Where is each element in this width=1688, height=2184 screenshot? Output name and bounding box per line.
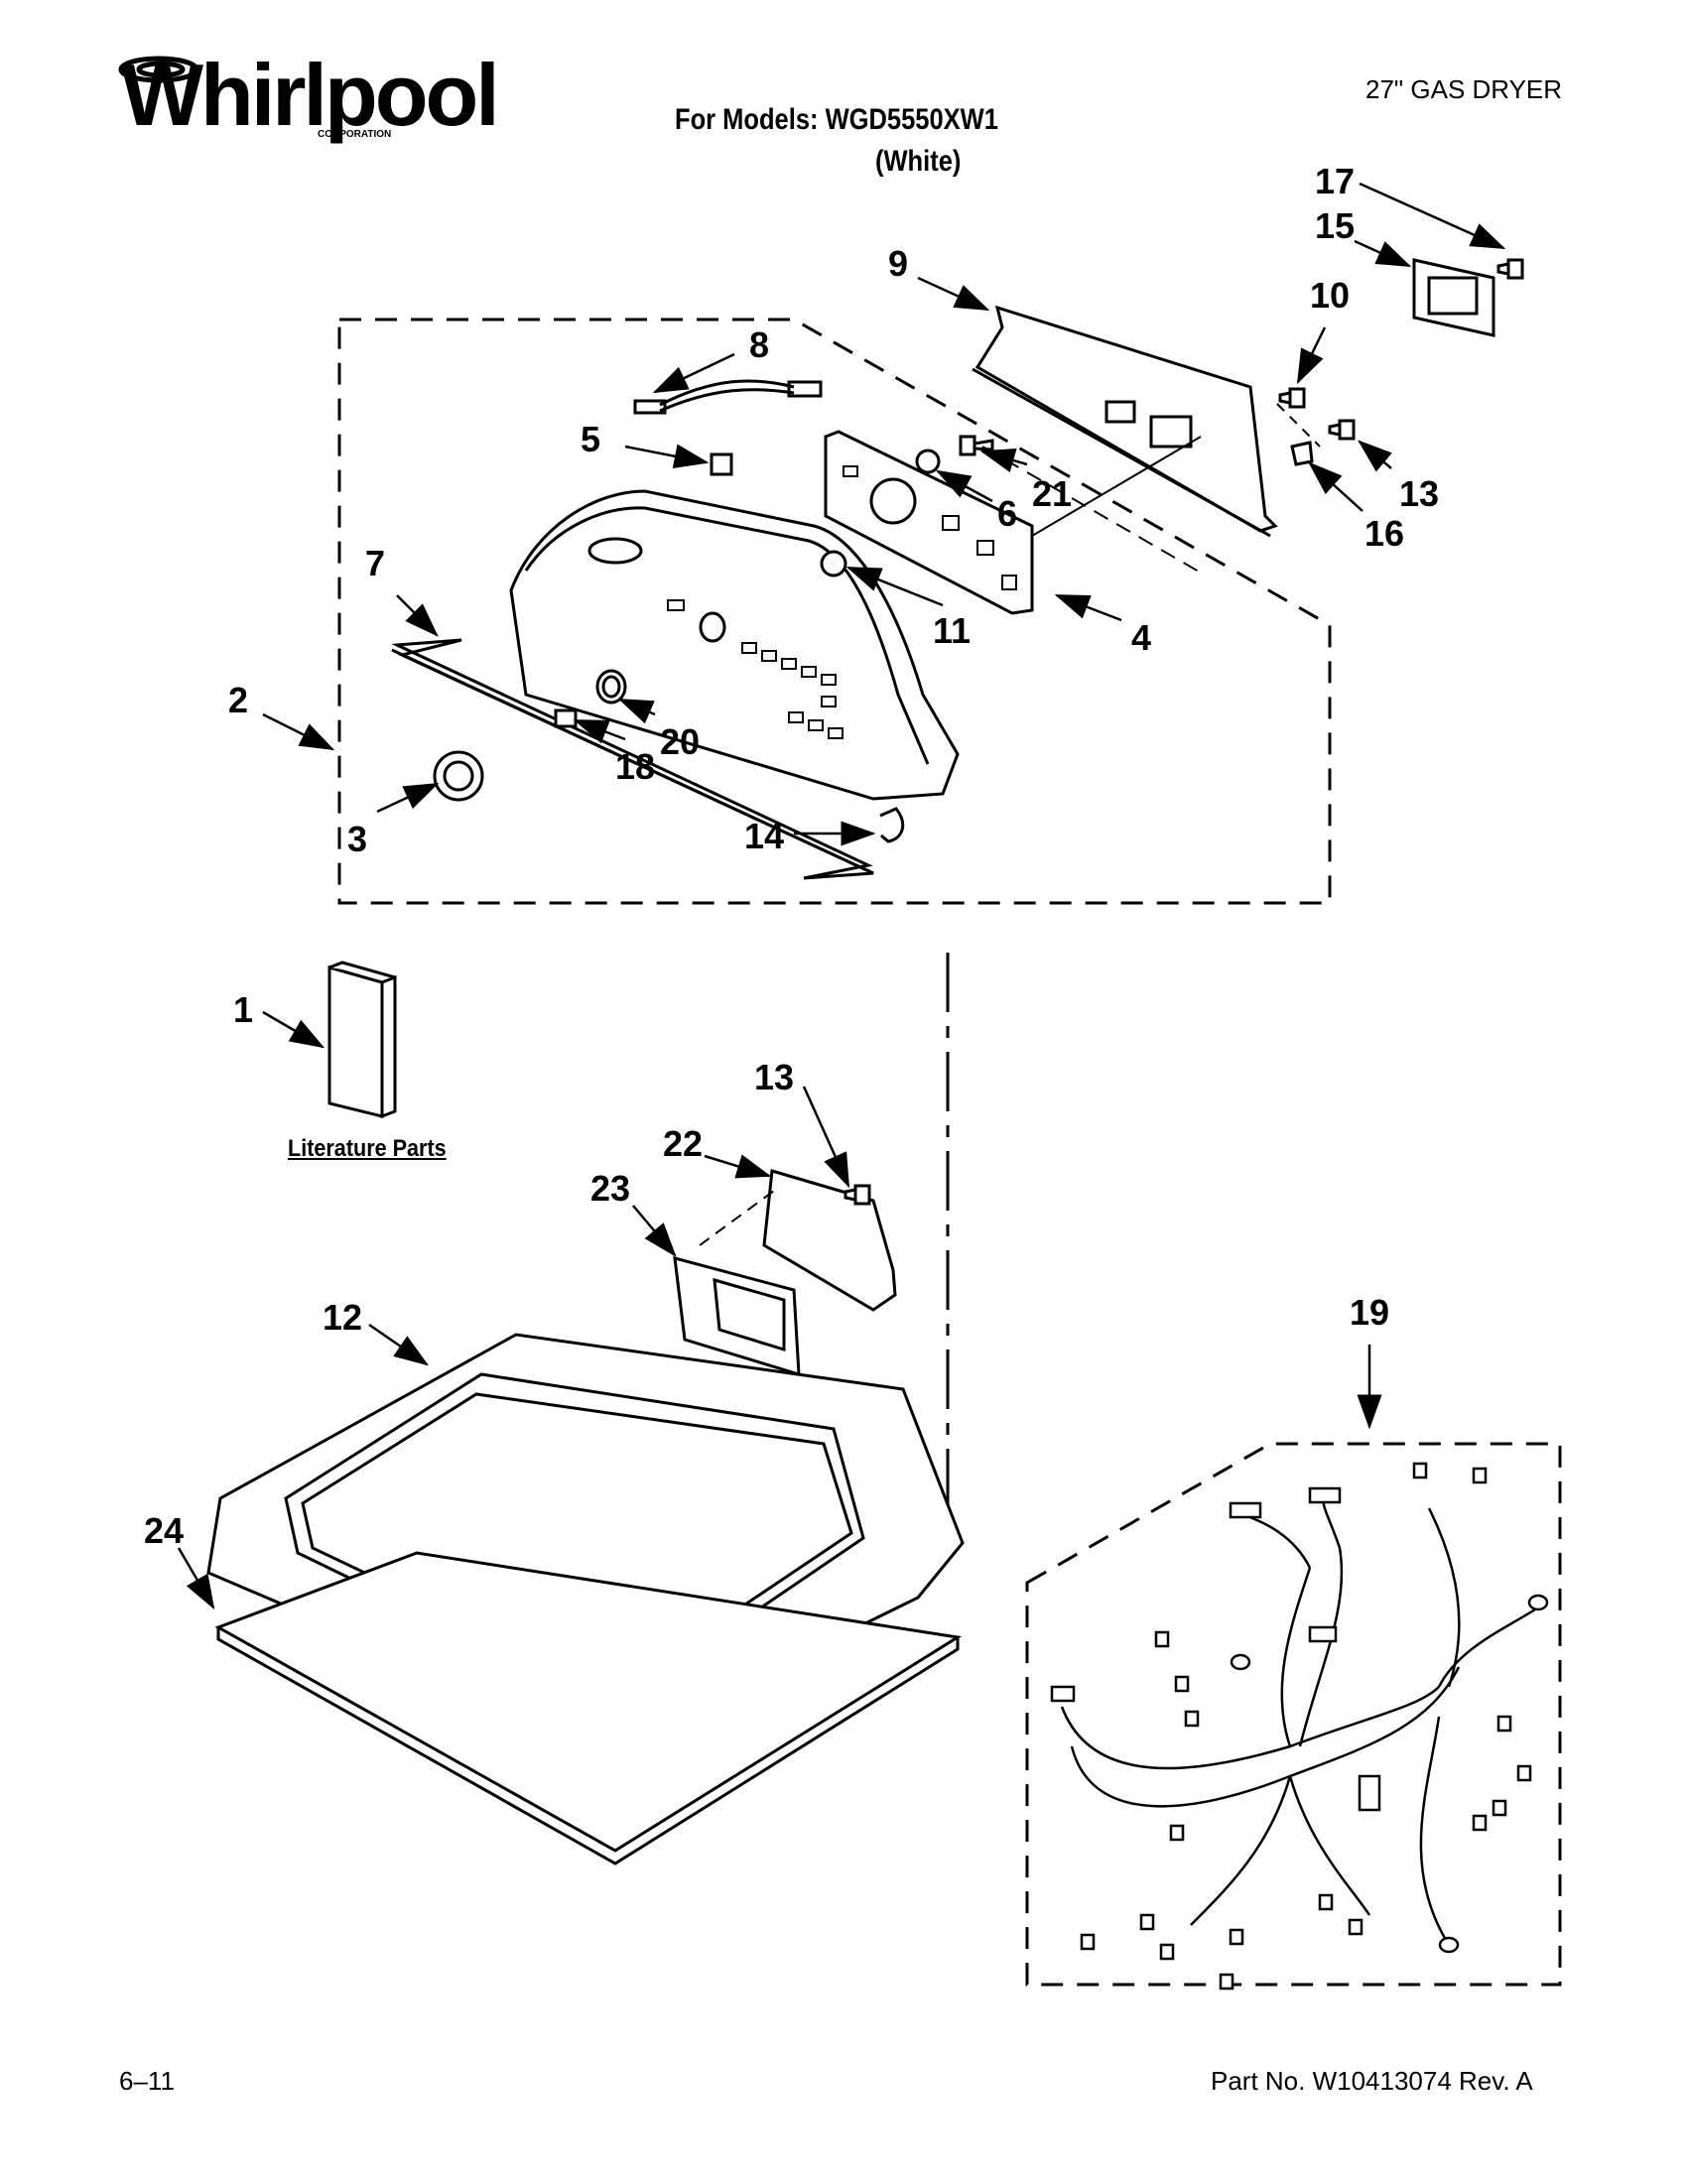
footer-date: 6–11: [119, 2066, 175, 2096]
knob-nut: [915, 449, 941, 474]
callout-1: 1: [233, 989, 253, 1030]
callout-2: 2: [228, 680, 248, 720]
callout-13-top: 13: [1399, 473, 1439, 514]
adhesive-disc: [820, 550, 847, 578]
machine-control-board: [673, 1255, 801, 1377]
callout-24: 24: [144, 1510, 184, 1551]
product-type: 27" GAS DRYER: [1365, 74, 1563, 104]
callout-6: 6: [997, 493, 1017, 534]
callout-13-bottom: 13: [754, 1057, 794, 1097]
brand-subtitle: CORPORATION: [318, 129, 392, 140]
callout-5: 5: [581, 419, 600, 459]
callout-23: 23: [590, 1168, 630, 1209]
models-label: For Models: WGD5550XW1: [675, 103, 998, 136]
knob-shaft: [699, 611, 726, 643]
callout-21: 21: [1032, 473, 1072, 514]
main-harness-boundary: [1025, 1442, 1562, 1987]
control-knob: [433, 750, 484, 802]
control-mounting-plate: [762, 1169, 897, 1312]
callout-arrows: [177, 182, 1506, 1610]
clip-16: [1290, 441, 1314, 466]
callout-19: 19: [1350, 1292, 1389, 1333]
callout-labels: 1 2 3 4 5 6 7 8 9 10 11 12 13 13 14 15 1…: [144, 161, 1439, 1551]
rear-console: [972, 305, 1278, 538]
literature-parts-label: Literature Parts: [288, 1135, 447, 1162]
callout-8: 8: [749, 324, 769, 365]
callout-14: 14: [744, 816, 784, 856]
main-wire-harness: [1050, 1462, 1549, 1991]
callout-17: 17: [1315, 161, 1355, 201]
callout-7: 7: [365, 543, 385, 583]
callout-3: 3: [347, 819, 367, 859]
callout-10: 10: [1310, 275, 1350, 316]
callout-18: 18: [615, 746, 655, 787]
models-color: (White): [875, 145, 962, 178]
brand-name: Whirlpool: [121, 46, 500, 144]
callout-4: 4: [1131, 617, 1151, 658]
footer-part-number: Part No. W10413074 Rev. A: [1211, 2066, 1533, 2096]
knob-bezel: [595, 669, 627, 705]
knob-clip: [554, 708, 578, 728]
screw-17: [1496, 258, 1524, 280]
callout-11: 11: [933, 610, 971, 651]
callout-15: 15: [1315, 205, 1355, 246]
user-interface-board: [824, 430, 1034, 615]
screw-10: [1278, 387, 1306, 409]
callout-12: 12: [323, 1297, 362, 1338]
console-assembly-boundary: [337, 318, 1332, 905]
callout-22: 22: [663, 1123, 703, 1164]
screw-13-top: [1328, 419, 1356, 441]
console-logo-badge: [587, 537, 643, 565]
bracket-15: [1412, 258, 1495, 337]
harness-clip: [710, 452, 733, 476]
callout-16: 16: [1364, 513, 1404, 554]
screw-21: [959, 435, 994, 456]
callout-9: 9: [888, 243, 908, 284]
strip-clip: [879, 807, 905, 843]
literature-book-icon: [327, 961, 397, 1119]
callout-20: 20: [660, 721, 700, 762]
console-wire-harness: [633, 379, 823, 415]
screw-13-bottom: [844, 1184, 871, 1206]
top-pad: [214, 1551, 963, 1865]
